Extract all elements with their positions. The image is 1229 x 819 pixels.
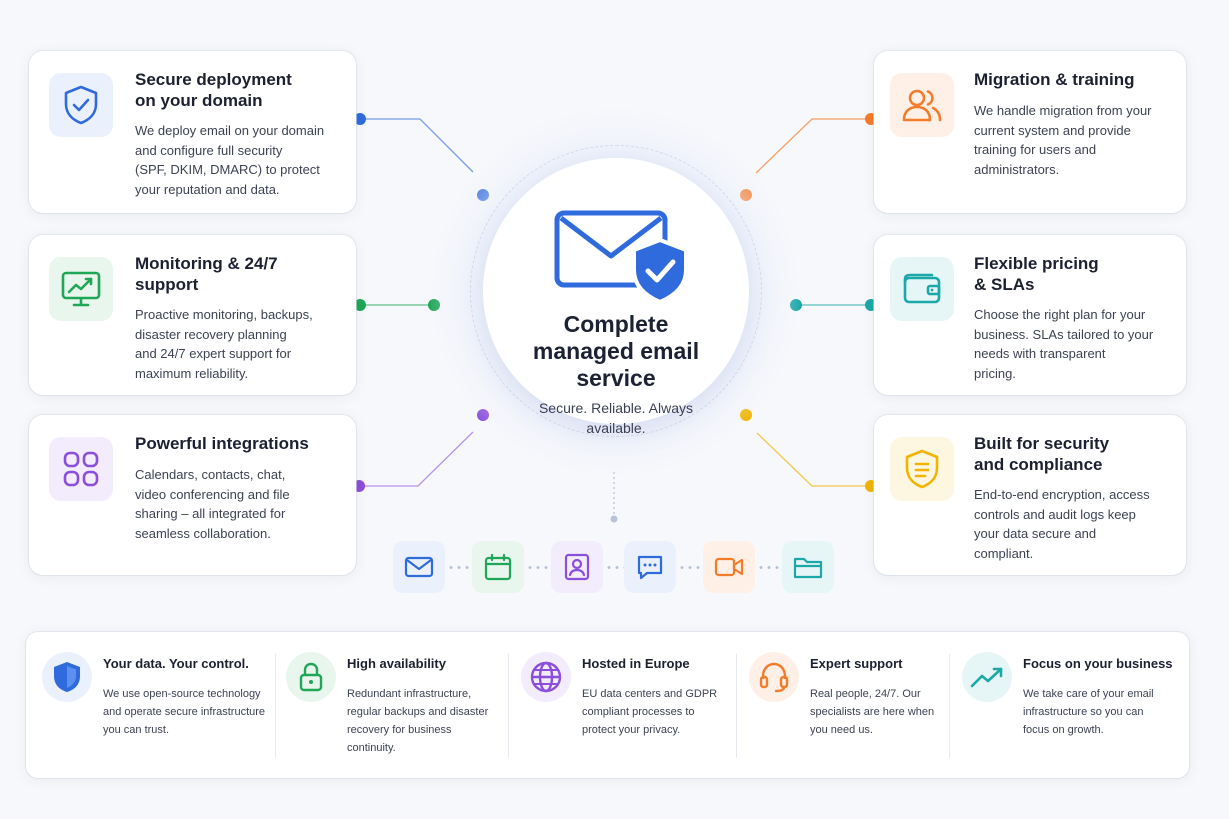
feature-card-migration: Migration & training We handle migration… (874, 51, 1186, 213)
benefit-title: Hosted in Europe (582, 656, 690, 671)
dots-separator (526, 566, 550, 569)
feature-title: Migration & training (974, 70, 1135, 89)
benefit-description: Redundant infrastructure,regular backups… (347, 688, 489, 754)
benefit-title: Focus on your business (1023, 656, 1173, 671)
divider (275, 654, 276, 758)
chat-icon (624, 541, 676, 593)
connector-dot (353, 480, 365, 492)
folder-icon (782, 541, 834, 593)
users-icon (890, 73, 954, 137)
hub-circle (483, 158, 749, 424)
feature-title: Flexible pricing& SLAs (974, 254, 1099, 294)
mail-shield-icon (554, 210, 688, 305)
contacts-icon (551, 541, 603, 593)
benefit-title: Expert support (810, 656, 903, 671)
connector-dot (610, 515, 618, 523)
shield-icon (42, 652, 92, 702)
feature-title: Powerful integrations (135, 434, 309, 453)
benefit-item: Focus on your business We take care of y… (950, 632, 1188, 778)
calendar-icon (472, 541, 524, 593)
lock-icon (286, 652, 336, 702)
shield-check-icon (49, 73, 113, 137)
mail-icon (393, 541, 445, 593)
benefits-strip: Your data. Your control. We use open-sou… (26, 632, 1189, 778)
connector-dot (354, 299, 366, 311)
hub-subtitle: Secure. Reliable. Always available. (538, 400, 694, 436)
feature-description: Proactive monitoring, backups,disaster r… (135, 307, 313, 381)
shield-list-icon (890, 437, 954, 501)
benefit-title: High availability (347, 656, 446, 671)
monitor-chart-icon (49, 257, 113, 321)
dots-separator (447, 566, 471, 569)
trend-up-icon (962, 652, 1012, 702)
benefit-title: Your data. Your control. (103, 656, 249, 671)
video-icon (703, 541, 755, 593)
dots-separator (605, 566, 629, 569)
hub-title: Complete managed email service (532, 311, 700, 391)
headset-icon (749, 652, 799, 702)
apps-grid-icon (49, 437, 113, 501)
feature-card-integrations: Powerful integrations Calendars, contact… (29, 415, 356, 575)
wallet-icon (890, 257, 954, 321)
divider (949, 654, 950, 758)
globe-icon (521, 652, 571, 702)
feature-card-pricing: Flexible pricing& SLAs Choose the right … (874, 235, 1186, 395)
dots-separator (757, 566, 781, 569)
divider (508, 654, 509, 758)
divider (736, 654, 737, 758)
benefit-item: High availability Redundant infrastructu… (276, 632, 508, 778)
feature-description: Calendars, contacts, chat,video conferen… (135, 467, 290, 541)
connector-dot (354, 113, 366, 125)
benefit-item: Hosted in Europe EU data centers and GDP… (509, 632, 735, 778)
hub-ring (470, 145, 762, 437)
dots-separator (678, 566, 702, 569)
benefit-item: Your data. Your control. We use open-sou… (26, 632, 274, 778)
